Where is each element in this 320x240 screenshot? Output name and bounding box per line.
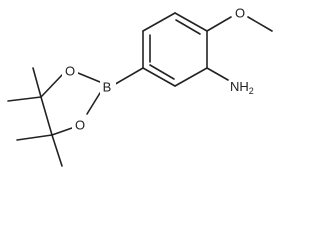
amine-subscript: 2	[249, 86, 254, 96]
amine-group: NH2	[206, 67, 263, 96]
bond-ring-to-methoxy-oxygen	[206, 16, 232, 32]
bond-boron-to-bottom-oxygen	[86, 92, 101, 115]
bond-boron-to-top-oxygen	[77, 72, 101, 83]
dioxaborolane-ring: B O O	[40, 62, 116, 136]
chemical-structure-diagram: O NH2 B O O	[7, 4, 273, 167]
bond-methoxy-oxygen-to-methyl	[247, 16, 273, 32]
methyl-groups	[7, 67, 63, 167]
boron-label: B	[103, 79, 112, 94]
ring-double-bond-top	[175, 19, 201, 35]
ring-oxygen-top-label: O	[65, 63, 75, 78]
bond-carbon-to-carbon	[40, 96, 53, 136]
ring-bond-1	[174, 12, 208, 32]
benzene-ring	[142, 12, 208, 87]
ring-bond-3	[174, 67, 208, 87]
amine-label: NH2	[230, 79, 254, 96]
methyl-bond-upper-2	[7, 96, 42, 102]
bond-bottom-oxygen-to-carbon	[51, 127, 73, 136]
methyl-bond-lower-2	[51, 134, 63, 167]
ring-bond-6	[142, 12, 176, 32]
bond-top-oxygen-to-carbon	[40, 74, 63, 98]
methyl-bond-lower-1	[16, 134, 53, 141]
amine-nh-text: NH	[230, 79, 249, 94]
ring-bond-4	[142, 67, 176, 87]
ring-oxygen-bottom-label: O	[75, 117, 85, 132]
ring-double-bond-bottom	[149, 64, 175, 80]
methyl-bond-upper-1	[32, 67, 42, 98]
methoxy-group: O	[206, 4, 273, 32]
bond-ring-to-amine	[206, 67, 229, 81]
methoxy-oxygen-label: O	[235, 5, 245, 20]
bond-ring-to-boron	[111, 67, 144, 87]
